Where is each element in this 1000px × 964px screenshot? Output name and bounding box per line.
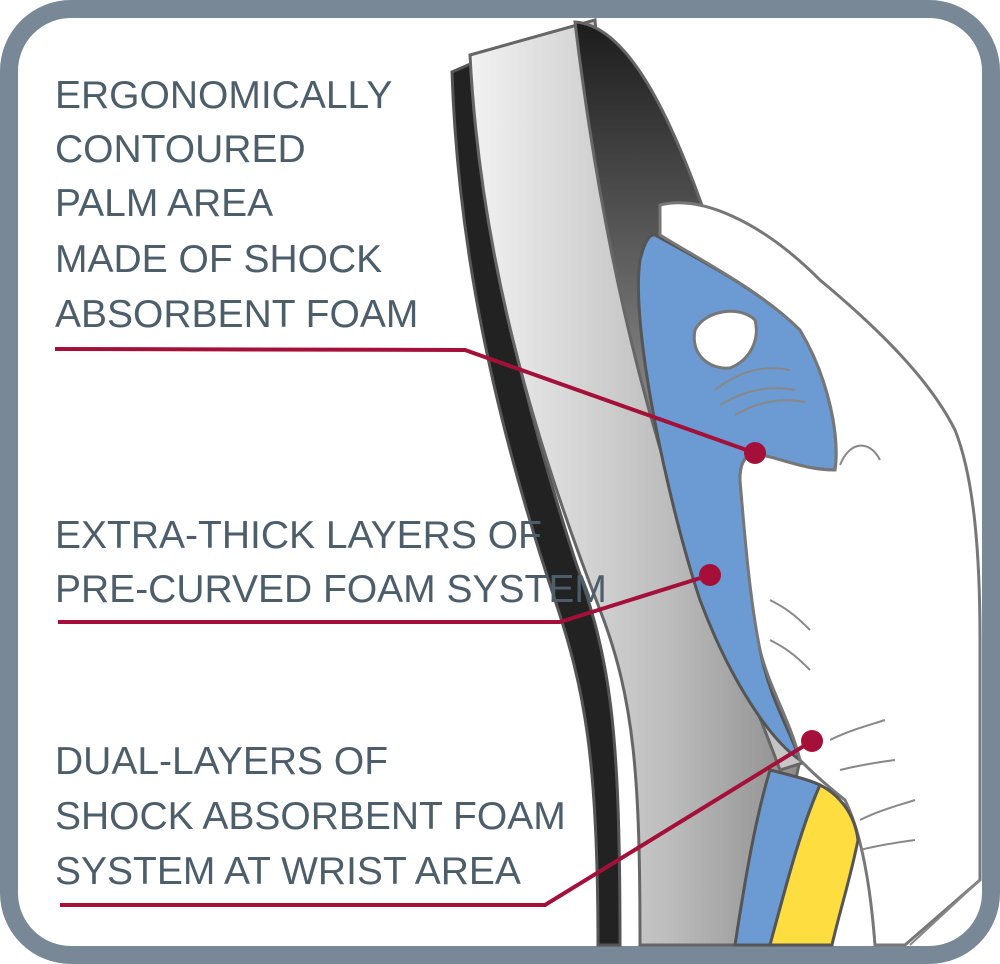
hand <box>658 201 982 947</box>
label-line: CONTOURED <box>55 128 306 171</box>
label-line: DUAL-LAYERS OF <box>55 740 388 783</box>
label-line: MADE OF SHOCK <box>55 238 382 281</box>
label-foam: EXTRA-THICK LAYERS OF PRE-CURVED FOAM SY… <box>55 514 607 611</box>
wrist-foam-yellow <box>768 782 860 947</box>
label-line: ABSORBENT FOAM <box>55 293 418 336</box>
label-line: PALM AREA <box>55 182 273 225</box>
label-line: SYSTEM AT WRIST AREA <box>55 850 521 893</box>
leader-foam <box>58 564 721 624</box>
label-line: SHOCK ABSORBENT FOAM <box>55 795 566 838</box>
label-line: ERGONOMICALLY <box>55 74 392 117</box>
leader-wrist <box>60 730 823 907</box>
label-line: PRE-CURVED FOAM SYSTEM <box>55 568 607 611</box>
label-wrist: DUAL-LAYERS OF SHOCK ABSORBENT FOAM SYST… <box>55 740 566 893</box>
label-palm: ERGONOMICALLY CONTOURED PALM AREA MADE O… <box>55 74 418 336</box>
thumb-nail <box>692 309 758 370</box>
leader-palm <box>54 347 766 464</box>
glove-illustration <box>450 18 982 947</box>
label-line: EXTRA-THICK LAYERS OF <box>55 514 542 557</box>
hand-creases <box>714 367 981 946</box>
